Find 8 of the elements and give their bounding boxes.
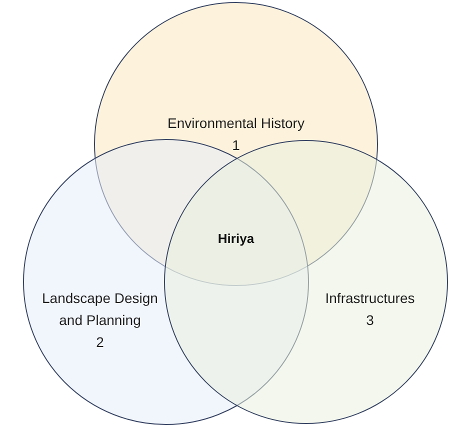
intersection-label: Hiriya bbox=[218, 231, 254, 246]
venn-circle bbox=[164, 140, 448, 424]
set-label: Infrastructures bbox=[325, 289, 415, 308]
set-label: Landscape Design and Planning bbox=[41, 289, 159, 330]
set-number: 1 bbox=[232, 136, 240, 155]
set-number: 2 bbox=[96, 333, 104, 352]
set-label: Environmental History bbox=[168, 114, 304, 133]
set-number: 3 bbox=[366, 311, 374, 330]
